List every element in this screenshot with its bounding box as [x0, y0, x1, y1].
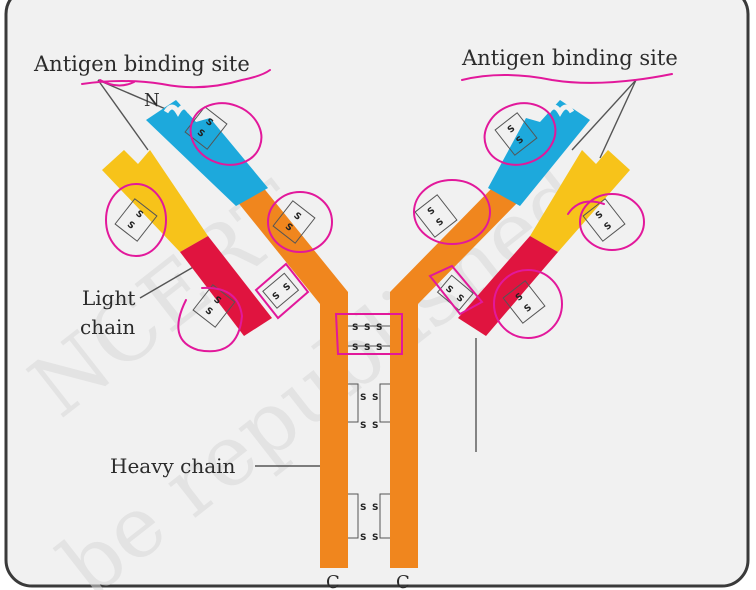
underline-antigen-left-tail	[99, 79, 135, 87]
ss-atom: S	[376, 343, 382, 353]
ss-bond-stem: S S S S	[348, 383, 390, 431]
ss-atom: S	[523, 303, 534, 315]
ss-bond: S S	[436, 274, 474, 311]
ss-atom: S	[372, 503, 378, 513]
box-annotation	[254, 262, 310, 320]
disulfide-bonds: S S S S S S S S S S S S	[114, 106, 626, 543]
light-chain-right-constant	[458, 236, 558, 336]
ss-bond: S S	[582, 198, 626, 242]
pointer-light-chain	[139, 261, 203, 299]
pointer-right-antigen-a	[571, 79, 637, 151]
ss-bond: S S	[114, 198, 158, 242]
underline-antigen-right	[461, 73, 673, 84]
ss-bond: S S	[262, 272, 300, 309]
ss-bond: S S	[184, 106, 228, 150]
light-chain-right-variable	[530, 150, 630, 252]
ss-atom: S	[372, 533, 378, 543]
heavy-chain-left-variable	[146, 100, 268, 206]
ss-atom: S	[372, 421, 378, 431]
ss-bond: S S	[502, 280, 546, 324]
ss-bond: S S	[192, 284, 236, 328]
heavy-chain-right-variable	[488, 100, 590, 206]
circle-annotation	[483, 102, 557, 166]
light-chain-left-variable	[102, 150, 208, 252]
ss-atom: S	[372, 393, 378, 403]
ss-atom: S	[514, 292, 525, 304]
ss-atom: S	[506, 124, 517, 136]
ss-bond-stem: S S S S	[348, 493, 390, 543]
label-antigen-site-left: Antigen binding site	[33, 52, 250, 76]
ss-bond-hinge: S S S	[348, 343, 390, 353]
stroke-annotation	[567, 200, 605, 215]
ss-bond-hinge: S S S	[348, 323, 390, 333]
handwritten-annotations	[81, 69, 673, 355]
label-light-chain-line1: Light	[82, 286, 135, 310]
ss-atom: S	[352, 323, 358, 333]
ss-atom: S	[352, 343, 358, 353]
label-heavy-chain: Heavy chain	[110, 454, 236, 478]
ss-atom: S	[376, 323, 382, 333]
box-annotation	[428, 264, 484, 316]
circle-annotation	[493, 269, 563, 339]
underline-antigen-left	[81, 69, 271, 89]
ss-atom: S	[364, 343, 370, 353]
ss-atom: S	[360, 393, 366, 403]
pointer-left-antigen-a	[97, 79, 149, 151]
ss-atom: S	[360, 421, 366, 431]
ss-atom: S	[283, 222, 294, 234]
ss-atom: S	[360, 533, 366, 543]
left-antigen-notch	[163, 104, 193, 117]
heavy-chain-stem-left	[320, 318, 348, 568]
ss-atom: S	[454, 293, 465, 305]
ss-atom: S	[364, 323, 370, 333]
heavy-chain-left-arm	[236, 186, 348, 330]
circle-annotation	[177, 286, 244, 353]
ss-atom: S	[360, 503, 366, 513]
ss-atom: S	[195, 128, 206, 140]
ss-atom: S	[203, 117, 214, 129]
label-c-terminus-right: C	[396, 572, 410, 590]
label-antigen-site-right: Antigen binding site	[461, 46, 678, 70]
circle-annotation	[579, 193, 645, 251]
ss-atom: S	[291, 211, 302, 223]
right-antigen-notch	[545, 104, 575, 117]
ss-atom: S	[203, 306, 214, 318]
ss-atom: S	[271, 291, 282, 303]
ss-atom: S	[603, 221, 614, 233]
ss-atom: S	[515, 135, 526, 147]
ss-atom: S	[594, 210, 605, 222]
label-n-terminus: N	[144, 90, 160, 111]
heavy-chain-stem-right	[390, 318, 418, 568]
circle-annotation	[105, 183, 167, 257]
pointer-right-antigen-b	[599, 79, 637, 159]
ss-atom: S	[211, 295, 222, 307]
circle-annotation	[267, 191, 333, 253]
ss-atom: S	[133, 209, 144, 221]
light-chain-left-constant	[180, 236, 272, 336]
circle-annotation	[189, 102, 263, 166]
ss-bond: S S	[494, 112, 538, 156]
ss-bond: S S	[414, 194, 458, 238]
ss-atom: S	[282, 282, 293, 294]
ss-atom: S	[426, 206, 437, 218]
label-c-terminus-left: C	[326, 572, 340, 590]
ss-atom: S	[125, 220, 136, 232]
ss-bond: S S	[272, 200, 316, 244]
ss-atom: S	[435, 217, 446, 229]
ss-atom: S	[443, 284, 454, 296]
box-annotation-hinge	[334, 313, 403, 355]
label-light-chain-line2: chain	[80, 315, 135, 339]
circle-annotation	[413, 179, 491, 245]
